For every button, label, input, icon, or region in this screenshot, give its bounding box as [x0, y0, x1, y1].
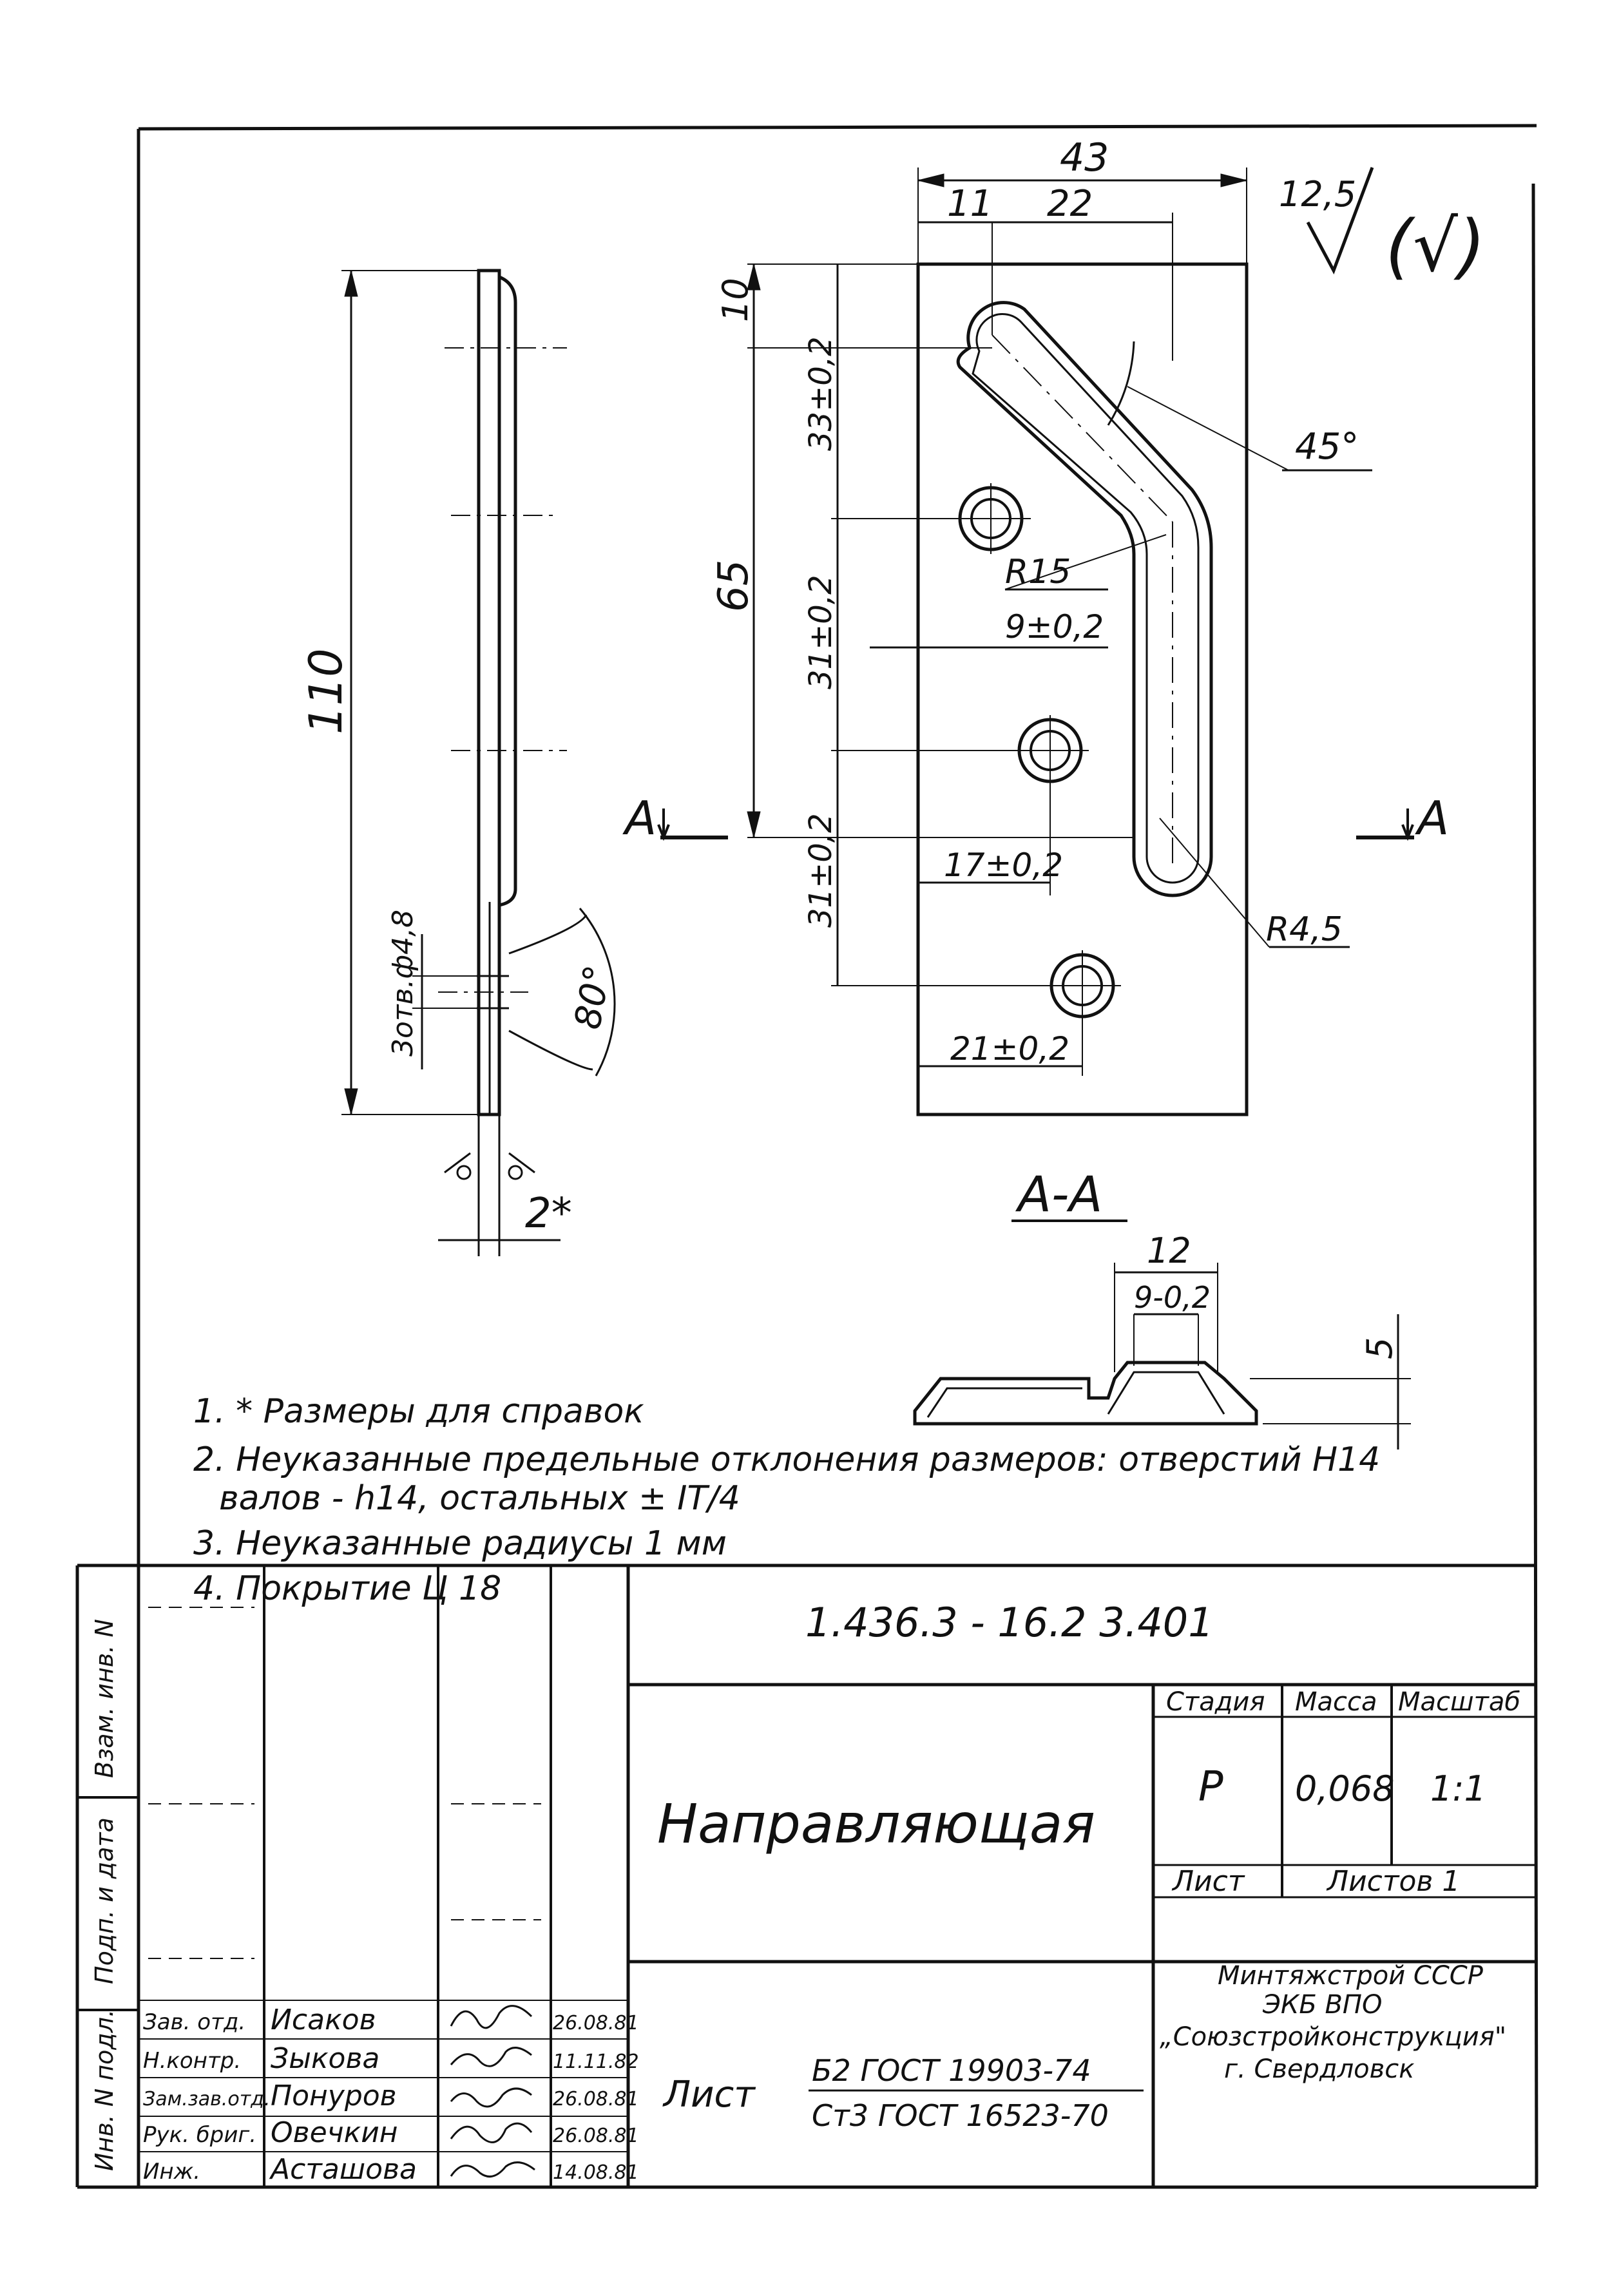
- org-line2: ЭКБ ВПО: [1262, 1990, 1383, 2020]
- dim-10: 10: [715, 278, 756, 322]
- name-3: Понуров: [271, 2080, 397, 2112]
- stage-value: Р: [1198, 1763, 1223, 1811]
- side-view: [341, 269, 616, 1256]
- date-4: 26.08.81: [553, 2125, 639, 2147]
- mass-value: 0,068: [1295, 1768, 1395, 1809]
- dim-holes: 3отв.ф4,8: [387, 910, 419, 1057]
- role-2: Н.контр.: [143, 2048, 241, 2074]
- roughness-value: 12,5: [1279, 174, 1356, 215]
- date-2: 11.11.82: [553, 2051, 639, 2073]
- material-line2: Ст3 ГОСТ 16523-70: [812, 2098, 1109, 2133]
- note-1: 1. * Размеры для справок: [193, 1392, 644, 1431]
- material-label: Лист: [662, 2074, 756, 2116]
- front-view: [657, 167, 1414, 1116]
- dim-thickness: 2*: [525, 1190, 572, 1238]
- roughness-symbol: [1306, 167, 1374, 275]
- dim-9: 9±0,2: [1005, 608, 1104, 646]
- dim-31a: 31±0,2: [803, 575, 839, 689]
- dim-sec12: 12: [1147, 1230, 1191, 1271]
- dim-31b: 31±0,2: [803, 813, 839, 928]
- dim-sec9: 9-0,2: [1134, 1280, 1211, 1315]
- date-1: 26.08.81: [553, 2012, 639, 2034]
- scale-value: 1:1: [1430, 1768, 1486, 1809]
- dim-45: 45°: [1295, 426, 1359, 468]
- section-label: A-A: [1015, 1165, 1102, 1223]
- sheet-label: Лист: [1171, 1865, 1245, 1898]
- dim-r15: R15: [1005, 553, 1071, 591]
- role-1: Зав. отд.: [143, 2009, 245, 2035]
- note-3: 3. Неуказанные радиусы 1 мм: [193, 1524, 727, 1563]
- mass-header: Масса: [1295, 1687, 1377, 1717]
- dim-22: 22: [1047, 183, 1093, 225]
- org-line1: Минтяжстрой СССР: [1218, 1961, 1484, 1991]
- org-line4: г. Свердловск: [1224, 2054, 1414, 2084]
- name-2: Зыкова: [271, 2042, 379, 2075]
- section-mark-right: A: [1415, 791, 1449, 845]
- dim-65: 65: [710, 560, 758, 612]
- dim-33: 33±0,2: [803, 336, 839, 451]
- dim-sec5: 5: [1359, 1337, 1400, 1359]
- margin-label-replace: Взам. инв. N: [90, 1619, 119, 1778]
- margin-label-inv: Инв. N подл.: [90, 2009, 119, 2171]
- dim-r45: R4,5: [1266, 910, 1343, 949]
- section-view: [913, 1263, 1411, 1449]
- scale-header: Масштаб: [1398, 1687, 1520, 1717]
- note-2b: валов - h14, остальных ± IT/4: [219, 1479, 740, 1518]
- name-1: Исаков: [271, 2004, 376, 2036]
- date-5: 14.08.81: [553, 2161, 639, 2184]
- title-block: [137, 1565, 1537, 2187]
- signatures: [450, 2005, 535, 2178]
- margin-label-sign: Подп. и дата: [90, 1817, 119, 1984]
- role-4: Рук. бриг.: [143, 2122, 256, 2148]
- part-title: Направляющая: [657, 1792, 1095, 1855]
- dim-21: 21±0,2: [950, 1030, 1069, 1067]
- section-mark-left: A: [622, 791, 656, 845]
- designation: 1.436.3 - 16.2 3.401: [805, 1599, 1214, 1646]
- name-4: Овечкин: [271, 2116, 398, 2149]
- note-4: 4. Покрытие Ц 18: [193, 1569, 502, 1608]
- date-3: 26.08.81: [553, 2088, 639, 2110]
- dim-43: 43: [1060, 135, 1109, 180]
- org-line3: „Союзстройконструкция": [1160, 2022, 1506, 2052]
- sheets-label: Листов 1: [1326, 1865, 1460, 1898]
- role-3: Зам.зав.отд.: [143, 2088, 270, 2110]
- dim-11: 11: [947, 183, 993, 225]
- margin-stamp: [77, 1564, 139, 2011]
- note-2: 2. Неуказанные предельные отклонения раз…: [193, 1440, 1381, 1479]
- roughness-paren: (√): [1385, 205, 1486, 287]
- dim-17: 17±0,2: [944, 847, 1063, 884]
- name-5: Асташова: [269, 2153, 417, 2186]
- dim-80: 80°: [567, 962, 619, 1032]
- stage-header: Стадия: [1166, 1687, 1265, 1717]
- material-line1: Б2 ГОСТ 19903-74: [812, 2053, 1091, 2088]
- dim-110: 110: [300, 648, 352, 734]
- role-5: Инж.: [143, 2159, 200, 2185]
